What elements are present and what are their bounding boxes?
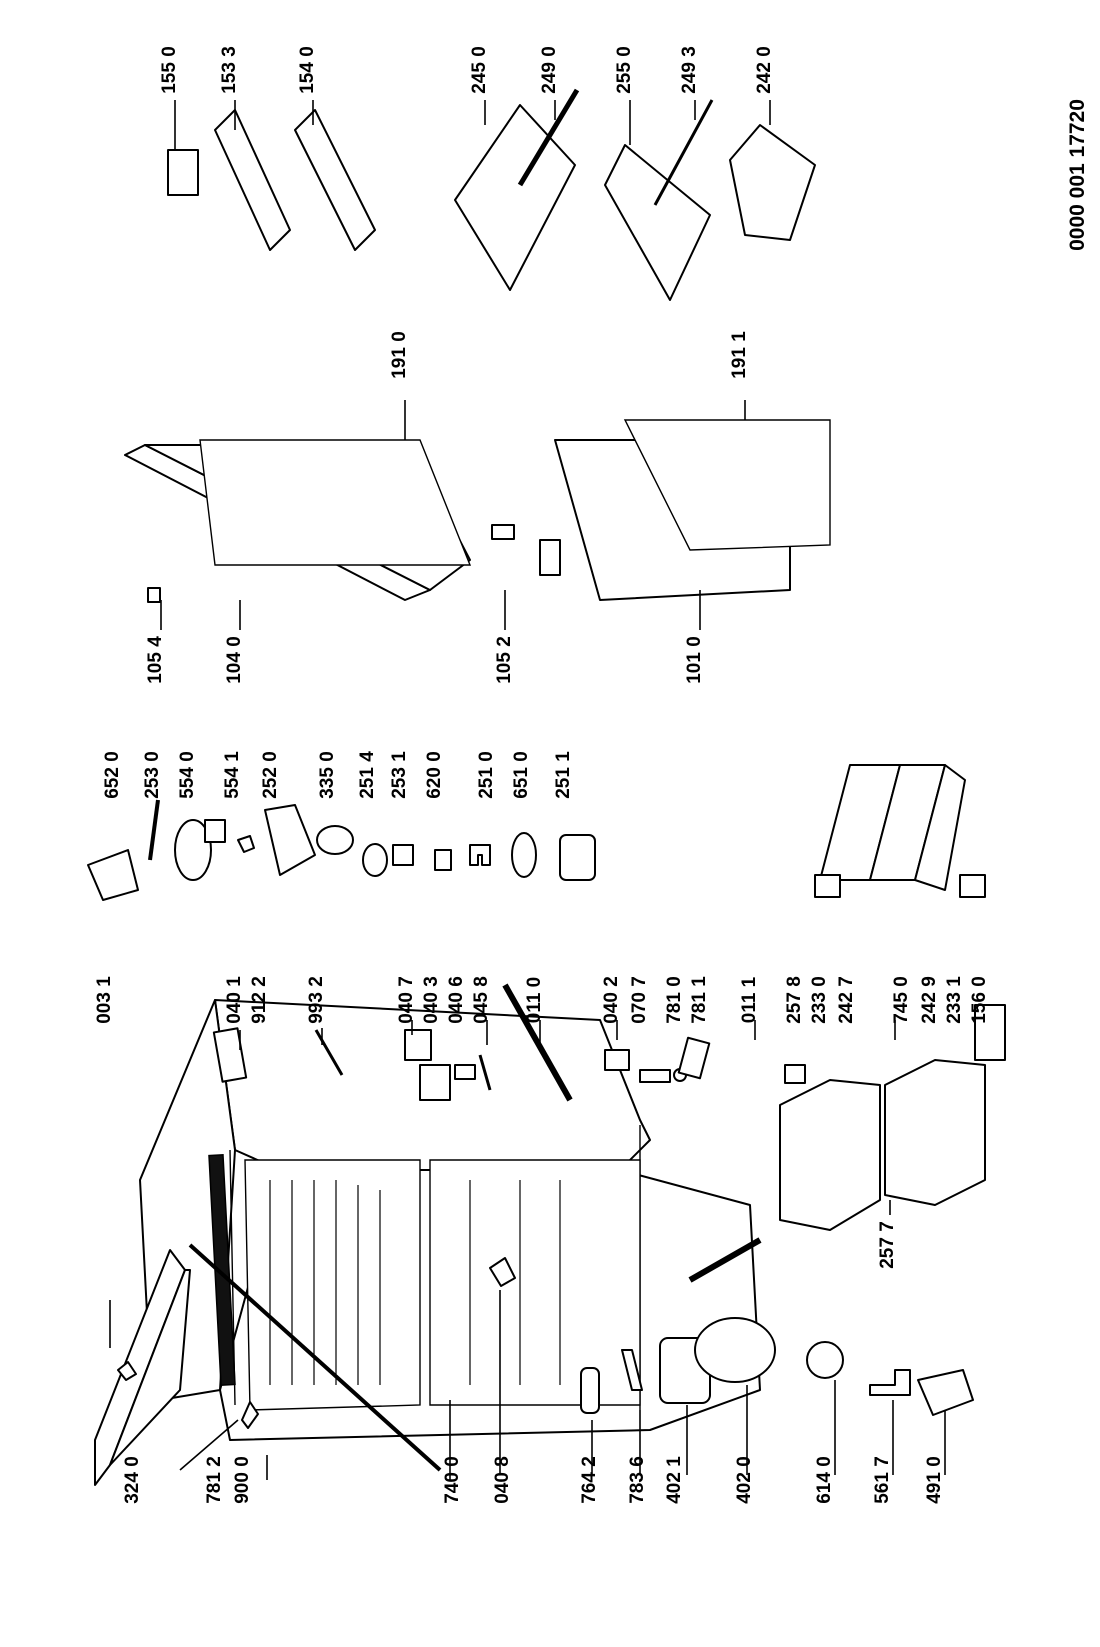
part-label: 491 0 [924, 1456, 945, 1504]
part-label: 155 0 [159, 46, 180, 94]
part-label: 781 1 [689, 976, 710, 1024]
part-label: 040 1 [224, 976, 245, 1024]
part-label: 253 1 [389, 751, 410, 799]
part-label: 242 7 [836, 976, 857, 1024]
part-label: 255 0 [614, 46, 635, 94]
part-label: 045 8 [471, 976, 492, 1024]
part-label: 993 2 [306, 976, 327, 1024]
part-label: 154 0 [297, 46, 318, 94]
part-label: 104 0 [224, 636, 245, 684]
part-label: 781 2 [204, 1456, 225, 1504]
part-label: 251 0 [476, 751, 497, 799]
part-label: 040 6 [446, 976, 467, 1024]
part-label: 040 8 [492, 1456, 513, 1504]
part-label: 745 0 [891, 976, 912, 1024]
fridge-door [124, 439, 472, 603]
part-label: 783 6 [627, 1456, 648, 1504]
freezer-drawers [779, 1004, 1006, 1231]
part-label: 335 0 [317, 751, 338, 799]
refrigerator-cabinet [139, 999, 761, 1441]
part-label: 251 4 [357, 751, 378, 799]
part-label: 253 0 [142, 751, 163, 799]
part-label: 233 0 [809, 976, 830, 1024]
part-label: 257 7 [877, 1221, 898, 1269]
part-label: 070 7 [629, 976, 650, 1024]
part-label: 105 2 [494, 636, 515, 684]
part-label: 040 3 [421, 976, 442, 1024]
part-label: 153 3 [219, 46, 240, 94]
accessory-parts [87, 799, 596, 901]
part-label: 620 0 [424, 751, 445, 799]
long-strip-part [188, 1243, 442, 1472]
part-label: 912 2 [249, 976, 270, 1024]
part-label: 249 0 [539, 46, 560, 94]
part-label: 249 3 [679, 46, 700, 94]
part-label: 324 0 [122, 1456, 143, 1504]
part-label: 242 0 [754, 46, 775, 94]
part-label: 003 1 [94, 976, 115, 1024]
part-label: 554 1 [222, 751, 243, 799]
part-label: 402 0 [734, 1456, 755, 1504]
part-label: 561 7 [872, 1456, 893, 1504]
part-label: 101 0 [684, 636, 705, 684]
door-shelves-and-trays [167, 88, 816, 301]
part-label: 242 9 [919, 976, 940, 1024]
part-label: 554 0 [177, 751, 198, 799]
small-components-left [117, 1257, 974, 1429]
part-label: 900 0 [232, 1456, 253, 1504]
document-number: 0000 001 17720 [1066, 99, 1089, 251]
part-label: 257 8 [784, 976, 805, 1024]
part-label: 040 7 [396, 976, 417, 1024]
part-label: 651 0 [511, 751, 532, 799]
part-label: 233 1 [944, 976, 965, 1024]
part-label: 252 0 [260, 751, 281, 799]
leader-lines [109, 100, 946, 1480]
part-label: 011 1 [739, 976, 760, 1023]
part-label: 652 0 [102, 751, 123, 799]
part-label: 245 0 [469, 46, 490, 94]
part-label: 740 0 [442, 1456, 463, 1504]
mid-left-parts [212, 983, 806, 1283]
part-label: 781 0 [664, 976, 685, 1024]
part-label: 040 2 [601, 976, 622, 1024]
part-label: 011 0 [524, 977, 545, 1024]
part-label: 105 4 [145, 636, 166, 684]
wire-basket-set [814, 764, 986, 898]
part-label: 251 1 [553, 751, 574, 799]
part-label: 191 1 [729, 331, 750, 379]
part-label: 764 2 [579, 1456, 600, 1504]
part-label: 614 0 [814, 1456, 835, 1504]
part-label: 156 0 [969, 976, 990, 1024]
part-label: 191 0 [389, 331, 410, 379]
part-label: 402 1 [664, 1456, 685, 1504]
top-cover-panel [94, 1249, 191, 1486]
freezer-door [491, 419, 831, 601]
